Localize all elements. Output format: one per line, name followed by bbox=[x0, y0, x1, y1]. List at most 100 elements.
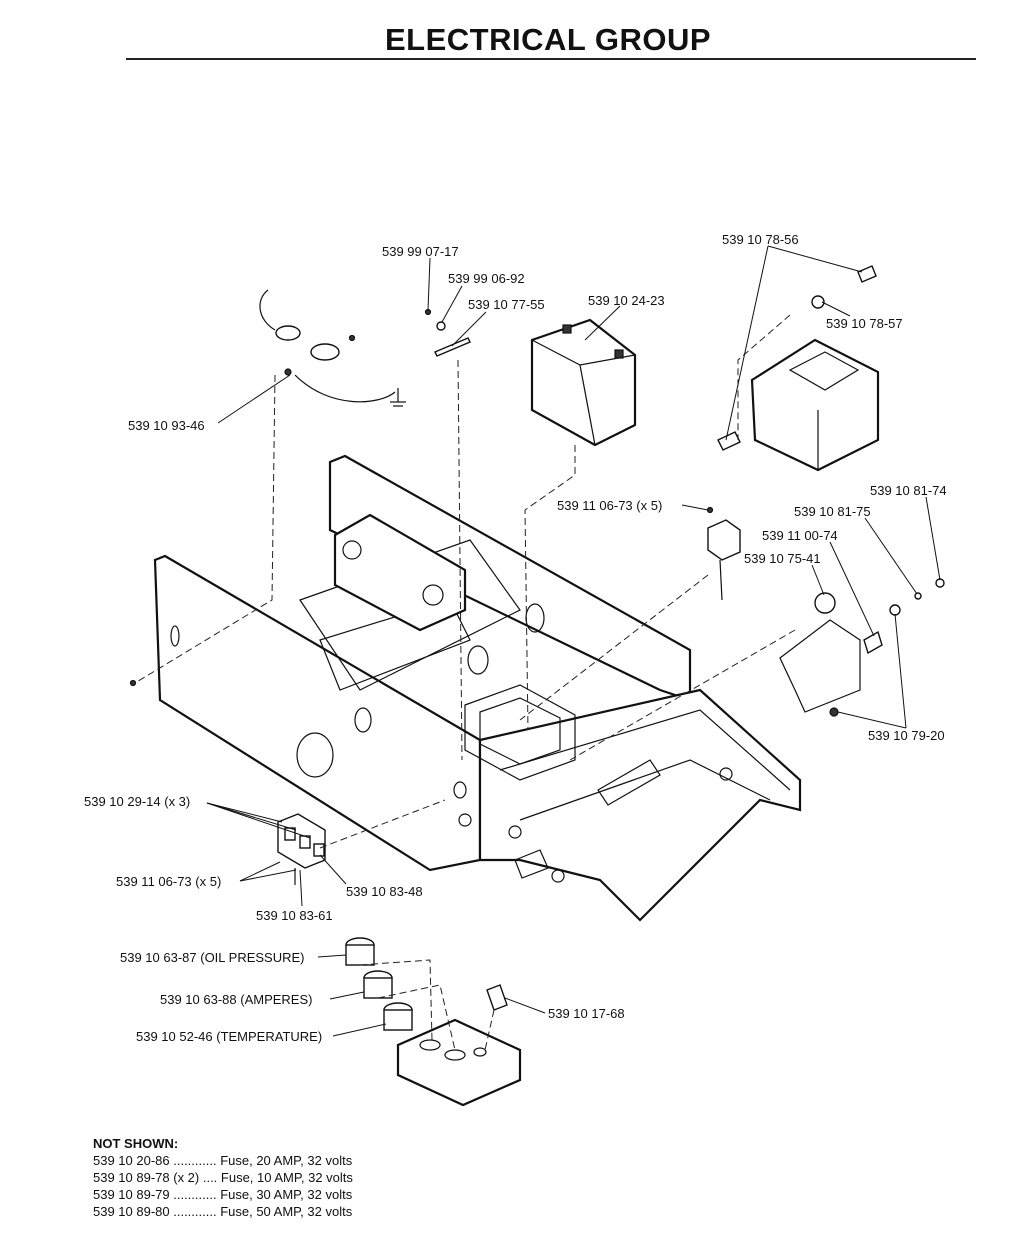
title-divider bbox=[126, 58, 976, 60]
hour-meter bbox=[486, 984, 508, 1011]
not-shown-item: 539 10 20-86 ............ Fuse, 20 AMP, … bbox=[93, 1153, 353, 1168]
callout-53911-0673-bottom: 539 11 06-73 (x 5) bbox=[116, 874, 221, 889]
assembly-line bbox=[319, 799, 446, 849]
switch-body bbox=[310, 343, 340, 361]
screw bbox=[706, 506, 714, 514]
callout-53910-5246: 539 10 52-46 (TEMPERATURE) bbox=[136, 1029, 322, 1044]
callout-53910-8361: 539 10 83-61 bbox=[256, 908, 333, 923]
terminal bbox=[284, 368, 292, 376]
amperes-gauge-body bbox=[363, 977, 393, 999]
not-shown-list: NOT SHOWN: 539 10 20-86 ............ Fus… bbox=[93, 1135, 353, 1220]
leader-line bbox=[329, 991, 365, 1000]
panel-hole bbox=[444, 1049, 466, 1061]
leader-line bbox=[217, 374, 291, 424]
panel-hole bbox=[419, 1039, 441, 1051]
oil-pressure-gauge-body bbox=[345, 944, 375, 966]
leader-line bbox=[332, 1023, 387, 1037]
callout-53911-0074: 539 11 00-74 bbox=[762, 528, 838, 543]
frame-hole bbox=[296, 732, 334, 778]
chassis-frame bbox=[153, 454, 802, 922]
small-parts bbox=[129, 265, 945, 1107]
leader-line bbox=[239, 861, 281, 882]
leader-line bbox=[299, 869, 303, 907]
bolt bbox=[717, 431, 741, 451]
callout-53910-1768: 539 10 17-68 bbox=[548, 1006, 625, 1021]
leader-line bbox=[504, 997, 546, 1014]
callout-labels: 539 99 07-17 539 99 06-92 539 10 77-55 5… bbox=[84, 232, 947, 1044]
leader-line bbox=[317, 954, 347, 958]
frame-hole bbox=[551, 869, 565, 883]
callout-53910-9346: 539 10 93-46 bbox=[128, 418, 205, 433]
assembly-line bbox=[519, 574, 709, 721]
washer bbox=[436, 321, 446, 331]
leader-line bbox=[837, 711, 907, 729]
leader-line bbox=[725, 245, 769, 441]
callout-53910-7857: 539 10 78-57 bbox=[826, 316, 903, 331]
frame-hole bbox=[170, 625, 180, 647]
connector-wire bbox=[719, 559, 723, 601]
frame-hole bbox=[458, 813, 472, 827]
callout-53910-2423: 539 10 24-23 bbox=[588, 293, 665, 308]
screw bbox=[348, 334, 356, 342]
callout-53910-6387: 539 10 63-87 (OIL PRESSURE) bbox=[120, 950, 305, 965]
callout-53999-0692: 539 99 06-92 bbox=[448, 271, 525, 286]
nut bbox=[829, 707, 839, 717]
leader-line bbox=[206, 802, 297, 831]
battery-box-body bbox=[750, 338, 880, 472]
screw bbox=[424, 308, 432, 316]
pipe-housing bbox=[333, 513, 467, 632]
leader-line bbox=[427, 257, 431, 311]
leader-line bbox=[829, 541, 875, 637]
leader-line bbox=[681, 504, 709, 511]
battery bbox=[530, 318, 637, 447]
leader-line bbox=[206, 802, 283, 823]
not-shown-item: 539 10 89-79 ............ Fuse, 30 AMP, … bbox=[93, 1187, 353, 1202]
battery-tray-inner bbox=[479, 697, 561, 765]
callout-53910-6388: 539 10 63-88 (AMPERES) bbox=[160, 992, 312, 1007]
battery-box bbox=[750, 338, 880, 472]
frame-slot bbox=[597, 759, 661, 806]
leader-line bbox=[894, 613, 907, 729]
callout-53911-0673-top: 539 11 06-73 (x 5) bbox=[557, 498, 662, 513]
breaker bbox=[313, 843, 325, 857]
frame-hole bbox=[508, 825, 522, 839]
assembly-lines bbox=[134, 314, 796, 1051]
leader-line bbox=[767, 245, 863, 273]
frame-hole bbox=[453, 781, 467, 799]
not-shown-heading: NOT SHOWN: bbox=[93, 1136, 179, 1151]
gauge-panel bbox=[396, 1018, 522, 1107]
frame-hole bbox=[354, 707, 372, 733]
connector-block bbox=[707, 519, 741, 561]
leader-line bbox=[584, 305, 621, 341]
washer bbox=[935, 578, 945, 588]
lamp-ring bbox=[889, 604, 901, 616]
callout-53910-7755: 539 10 77-55 bbox=[468, 297, 545, 312]
battery-box-opening bbox=[788, 351, 860, 391]
temperature-gauge-body bbox=[383, 1009, 413, 1031]
battery-terminal bbox=[562, 324, 572, 334]
leader-line bbox=[821, 301, 851, 317]
leader-line bbox=[239, 869, 297, 882]
right-side-rails bbox=[478, 688, 802, 922]
callout-53910-7920: 539 10 79-20 bbox=[868, 728, 945, 743]
washer bbox=[811, 295, 825, 309]
rail-edge bbox=[499, 709, 791, 791]
callout-53910-8174: 539 10 81-74 bbox=[870, 483, 947, 498]
assembly-line bbox=[524, 445, 576, 731]
leader-line bbox=[925, 496, 941, 581]
bolt bbox=[857, 265, 877, 283]
assembly-line bbox=[457, 359, 463, 761]
panel-hole bbox=[473, 1047, 487, 1057]
leader-line bbox=[864, 517, 918, 595]
switch-plate bbox=[779, 619, 861, 713]
page-title: ELECTRICAL GROUP bbox=[385, 22, 712, 57]
not-shown-item: 539 10 89-80 ............ Fuse, 50 AMP, … bbox=[93, 1204, 353, 1219]
screw bbox=[129, 679, 137, 687]
assembly-line bbox=[737, 314, 791, 440]
leader-line bbox=[451, 311, 487, 347]
battery-terminal bbox=[614, 349, 624, 359]
strap-bar bbox=[434, 337, 471, 357]
frame-hole bbox=[719, 767, 733, 781]
callout-53999-0717: 539 99 07-17 bbox=[382, 244, 459, 259]
